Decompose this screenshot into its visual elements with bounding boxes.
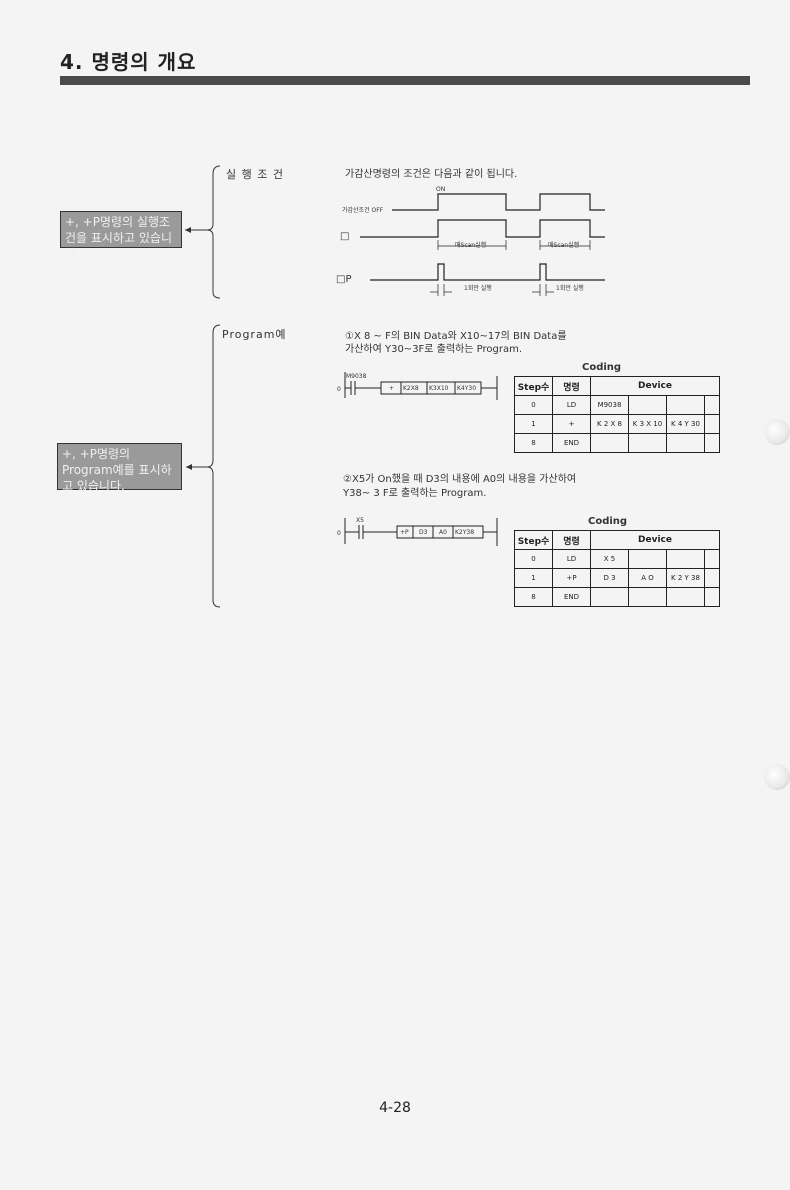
ladder2-op1: D3 [419, 529, 428, 536]
cell-device [628, 587, 667, 607]
ladder1-op3: K4Y30 [457, 385, 477, 392]
coding2-title: Coding [588, 516, 628, 527]
ladder2-op3: K2Y38 [455, 529, 475, 536]
header-device: Device [590, 530, 720, 550]
title-rule [60, 76, 750, 85]
table-row: 0 LD M9038 [514, 395, 720, 415]
cell-device: K 4 Y 30 [666, 414, 705, 434]
section-label-program: Program예 [222, 328, 287, 341]
cell-step: 8 [514, 587, 553, 607]
cell-device [628, 433, 667, 453]
cell-device: D 3 [590, 568, 629, 588]
sidenote-program: +, +P명령의 Program예를 표시하고 있습니다. [57, 443, 182, 493]
cell-device [704, 414, 720, 434]
cell-device [590, 433, 629, 453]
ladder2-contact: X5 [356, 517, 364, 524]
cell-cmd: END [552, 587, 591, 607]
ladder1-op1: K2X8 [403, 385, 419, 392]
table-row: 8 END [514, 587, 720, 607]
page-title: 4. 명령의 개요 [60, 50, 197, 74]
cell-device [666, 395, 705, 415]
timing-scan-exec-1: 매Scan실행 [455, 242, 487, 249]
section-label-condition: 실 행 조 건 [226, 168, 284, 181]
timing-exec-cond-label: 가감산조건 OFF [342, 207, 384, 214]
example2-desc-line2: Y38~ 3 F로 출력하는 Program. [343, 488, 487, 499]
header-step: Step수 [514, 530, 553, 550]
example1-desc-line2: 가산하여 Y30~3F로 출력하는 Program. [345, 344, 523, 355]
cell-device [666, 549, 705, 569]
timing-scan-exec-2: 매Scan실행 [548, 242, 580, 249]
table-row: 0 LD X 5 [514, 549, 720, 569]
example1-desc-line1: ①X 8 ~ F의 BIN Data와 X10~17의 BIN Data를 [345, 331, 567, 342]
cell-cmd: + [552, 414, 591, 434]
cell-device: K 2 Y 38 [666, 568, 705, 588]
ladder1-step: 0 [337, 386, 341, 393]
cell-step: 0 [514, 549, 553, 569]
timing-on-label: ON [436, 186, 446, 193]
table-header-row: Step수 명령 Device [514, 376, 720, 396]
cell-device: K 3 X 10 [628, 414, 667, 434]
coding-table-1: Step수 명령 Device 0 LD M9038 1 + K 2 X 8 K… [514, 376, 720, 453]
cell-step: 1 [514, 414, 553, 434]
punch-hole-icon [764, 419, 790, 445]
cell-device: M9038 [590, 395, 629, 415]
ladder-diagram-2 [344, 518, 498, 546]
cell-device: A O [628, 568, 667, 588]
header-cmd: 명령 [552, 376, 591, 396]
table-row: 1 +P D 3 A O K 2 Y 38 [514, 568, 720, 588]
cell-cmd: LD [552, 395, 591, 415]
header-device: Device [590, 376, 720, 396]
ladder2-step: 0 [337, 530, 341, 537]
ladder1-op2: K3X10 [429, 385, 449, 392]
header-step: Step수 [514, 376, 553, 396]
cell-device [704, 433, 720, 453]
cell-device [704, 549, 720, 569]
cell-device [704, 395, 720, 415]
condition-intro: 가감산명령의 조건은 다음과 같이 됩니다. [345, 169, 518, 180]
example2-desc-line1: ②X5가 On했을 때 D3의 내용에 A0의 내용을 가산하여 [343, 474, 577, 485]
ladder-diagram-1 [344, 372, 498, 400]
sidenote-condition: +, +P명령의 실행조건을 표시하고 있습니다. [60, 211, 182, 261]
timing-plain-label: □ [340, 231, 350, 242]
cell-device [666, 433, 705, 453]
cell-device [628, 395, 667, 415]
cell-device [666, 587, 705, 607]
ladder2-op2: A0 [439, 529, 447, 536]
table-header-row: Step수 명령 Device [514, 530, 720, 550]
cell-step: 1 [514, 568, 553, 588]
cell-step: 8 [514, 433, 553, 453]
cell-step: 0 [514, 395, 553, 415]
timing-pulse-label: □P [336, 274, 352, 285]
cell-device [590, 587, 629, 607]
page-number: 4-28 [379, 1100, 411, 1116]
cell-device [704, 568, 720, 588]
cell-device: X 5 [590, 549, 629, 569]
timing-once-exec-1: 1회만 실행 [464, 285, 492, 292]
ladder1-contact: M9038 [346, 373, 367, 380]
cell-cmd: LD [552, 549, 591, 569]
timing-diagram [360, 193, 605, 296]
header-cmd: 명령 [552, 530, 591, 550]
cell-cmd: END [552, 433, 591, 453]
table-row: 1 + K 2 X 8 K 3 X 10 K 4 Y 30 [514, 414, 720, 434]
cell-cmd: +P [552, 568, 591, 588]
cell-device [628, 549, 667, 569]
ladder2-instr: +P [400, 529, 409, 536]
cell-device: K 2 X 8 [590, 414, 629, 434]
cell-device [704, 587, 720, 607]
coding1-title: Coding [582, 362, 622, 373]
ladder1-instr: + [389, 385, 395, 392]
punch-hole-icon [764, 764, 790, 790]
table-row: 8 END [514, 433, 720, 453]
timing-once-exec-2: 1회만 실행 [556, 285, 584, 292]
coding-table-2: Step수 명령 Device 0 LD X 5 1 +P D 3 A O K … [514, 530, 720, 607]
